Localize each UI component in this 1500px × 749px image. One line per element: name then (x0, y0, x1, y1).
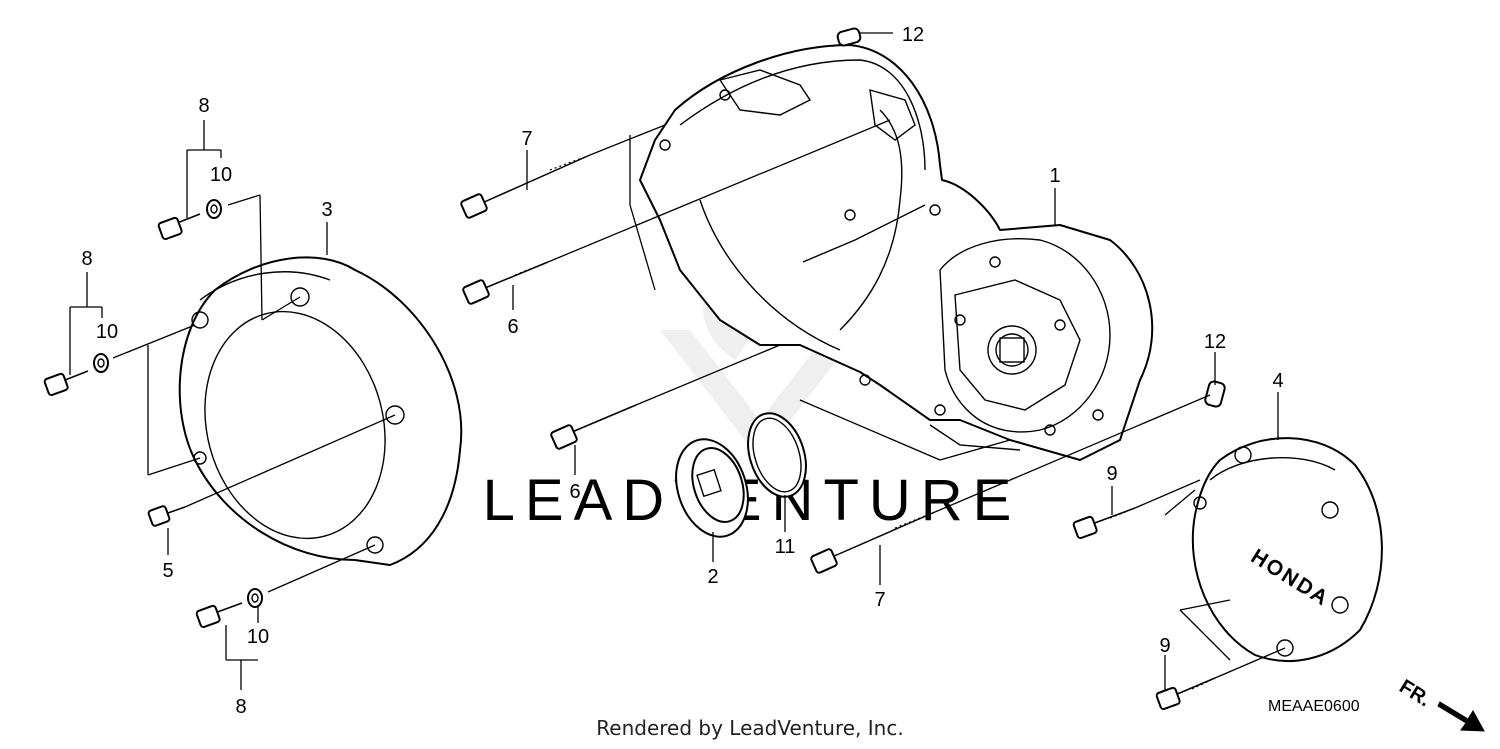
screw-5[interactable] (147, 505, 186, 527)
callout-2: 2 (707, 566, 718, 588)
callout-8-upper: 8 (198, 95, 209, 117)
callout-1: 1 (1049, 165, 1060, 187)
part-11-o-ring[interactable] (738, 406, 816, 504)
callout-8-lower: 8 (235, 696, 246, 718)
part-3-left-cover[interactable] (178, 256, 463, 566)
callout-8-middle: 8 (81, 248, 92, 270)
callout-5: 5 (162, 560, 173, 582)
callout-leaders (69, 120, 1279, 690)
watermark-text: LEADVENTURE (483, 468, 1022, 533)
bolt-9-lower[interactable] (1155, 677, 1216, 711)
washer-10-middle[interactable] (93, 353, 109, 373)
front-arrow-icon (1437, 701, 1485, 732)
bolt-8-middle[interactable] (43, 370, 89, 397)
callout-3: 3 (321, 199, 332, 221)
bolt-8-upper[interactable] (157, 213, 201, 241)
callout-9-upper: 9 (1106, 463, 1117, 485)
callout-12-lower: 12 (1204, 331, 1226, 353)
dowel-pin-12-upper[interactable] (836, 27, 862, 47)
front-label: FR. (1395, 676, 1434, 712)
washer-10-lower[interactable] (247, 588, 263, 608)
callout-6-lower: 6 (569, 481, 580, 503)
callout-10-middle: 10 (96, 321, 118, 343)
part-2-plug[interactable] (664, 430, 760, 546)
bolt-6-upper[interactable] (462, 261, 549, 305)
footer-credit: Rendered by LeadVenture, Inc. (596, 716, 904, 740)
bolt-9-upper[interactable] (1072, 507, 1136, 540)
callout-6-upper: 6 (507, 316, 518, 338)
callout-labels: 1 2 3 4 5 6 6 7 7 8 8 8 9 9 10 10 10 11 … (81, 24, 1283, 718)
dowel-pin-12-lower[interactable] (1204, 380, 1226, 408)
callout-10-lower: 10 (247, 626, 269, 648)
bolt-6-lower[interactable] (550, 404, 637, 450)
part-1-crankcase-cover[interactable] (639, 44, 1154, 461)
diagram-code: MEAAE0600 (1268, 698, 1360, 715)
bolt-8-lower[interactable] (195, 602, 243, 629)
callout-4: 4 (1272, 370, 1283, 392)
assembly-lines (112, 32, 1286, 679)
callout-7-upper: 7 (521, 128, 532, 150)
callout-7-lower: 7 (874, 589, 885, 611)
bolt-7-lower[interactable] (810, 511, 936, 574)
callout-12-upper: 12 (902, 24, 924, 46)
part-4-right-cover[interactable]: HONDA (1191, 437, 1383, 662)
washer-10-upper[interactable] (206, 199, 222, 219)
callout-10-upper: 10 (210, 164, 232, 186)
callout-11: 11 (775, 536, 796, 558)
bolt-7-upper[interactable] (460, 154, 591, 219)
callout-9-lower: 9 (1159, 635, 1170, 657)
